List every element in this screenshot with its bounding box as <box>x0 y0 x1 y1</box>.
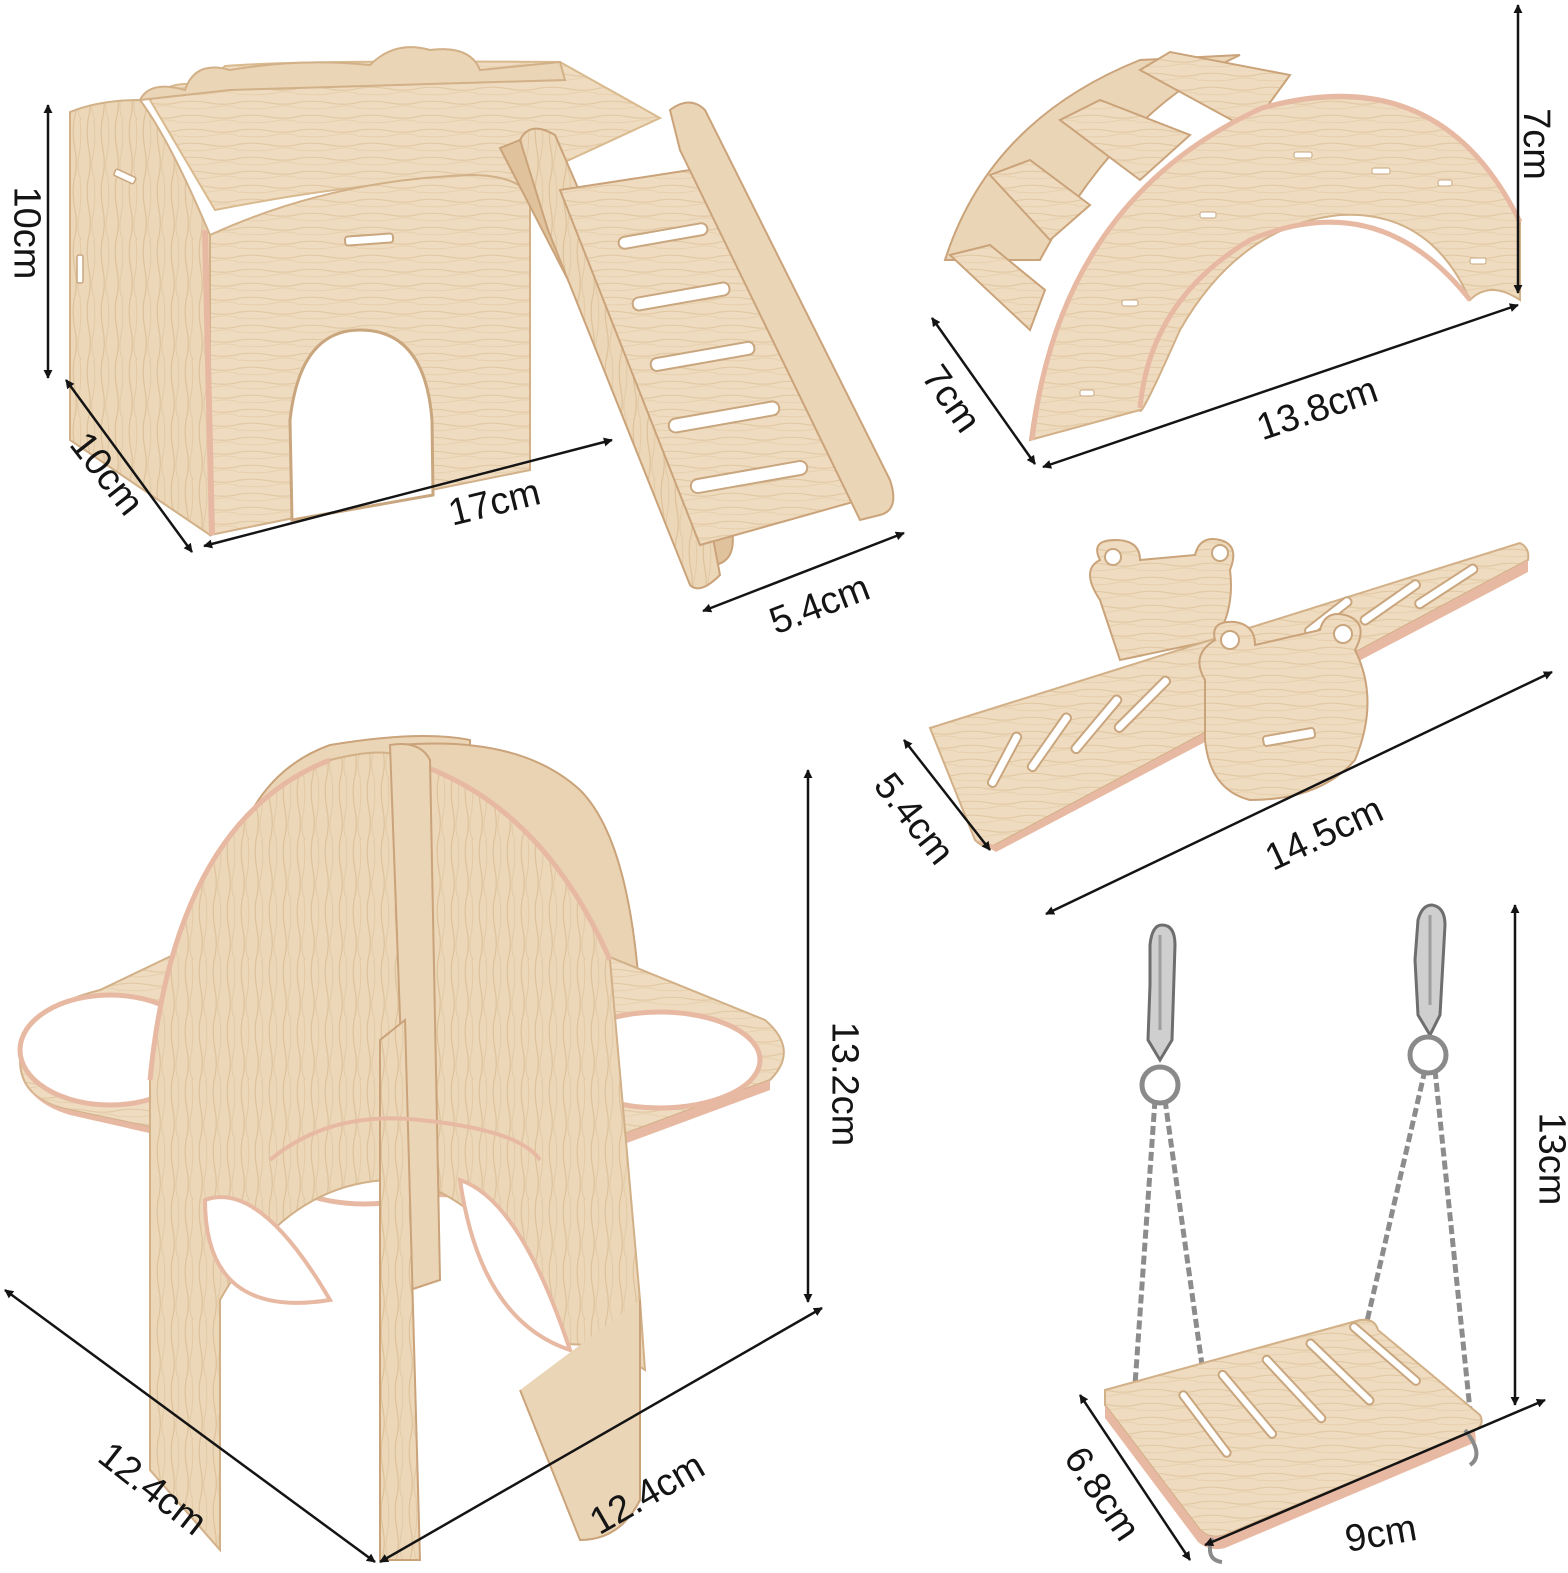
swing-chains <box>1132 1069 1473 1531</box>
swing <box>1104 903 1483 1564</box>
climbing-ball <box>17 735 785 1561</box>
climbing-ball-center-panel <box>388 743 442 1292</box>
dimension-lines <box>4 4 1553 1564</box>
dim-line-swing-width <box>1204 1398 1546 1547</box>
dim-line-house-depth <box>64 379 194 553</box>
house-height-label: 10cm <box>5 186 48 280</box>
dim-line-seesaw-width <box>903 739 991 851</box>
bridge-height-label: 7cm <box>1514 108 1557 180</box>
dim-line-seesaw-length <box>1045 670 1553 916</box>
house-with-ladder <box>69 46 895 590</box>
dim-line-swing-depth <box>1078 1394 1192 1561</box>
ball-height-label: 13.2cm <box>823 1021 866 1147</box>
dim-line-ladder-width <box>702 531 905 613</box>
house-back-wall <box>138 46 567 102</box>
house-ladder <box>498 101 895 590</box>
dim-line-bridge-length <box>1042 303 1519 469</box>
dim-line-ball-depth <box>4 1288 376 1564</box>
swing-seat <box>1104 1318 1483 1538</box>
house-slot <box>343 232 395 247</box>
swing-right-hook <box>1407 903 1449 1076</box>
seesaw <box>928 538 1530 852</box>
dim-line-house-width <box>203 437 613 549</box>
dim-line-bridge-depth <box>930 317 1037 465</box>
arch-bridge <box>943 50 1523 442</box>
swing-height-label: 13cm <box>1530 1112 1568 1206</box>
dim-line-ball-width <box>379 1306 823 1564</box>
swing-left-hook <box>1139 923 1181 1106</box>
